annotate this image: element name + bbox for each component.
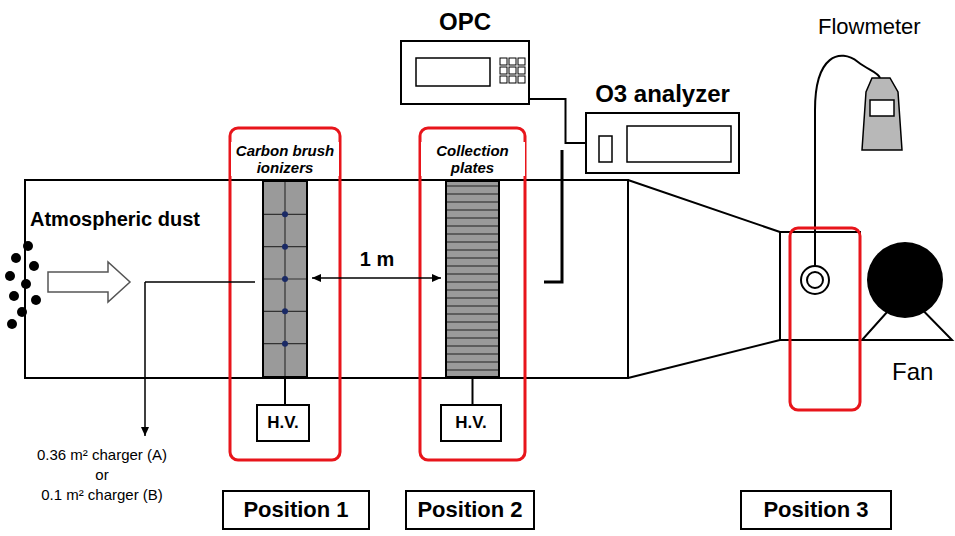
node-graphic bbox=[264, 182, 306, 376]
node-label: Position 1 bbox=[243, 497, 348, 523]
power-supply-box: H.V. bbox=[256, 404, 310, 442]
node-label: H.V. bbox=[267, 413, 299, 433]
charger-label: or bbox=[93, 466, 110, 483]
connector bbox=[284, 378, 286, 404]
charger-pointer bbox=[145, 282, 255, 436]
fan-wheel bbox=[867, 242, 943, 318]
dust-particles bbox=[5, 241, 41, 329]
position-box: Position 2 bbox=[405, 490, 535, 530]
node-label: H.V. bbox=[455, 413, 487, 433]
node-heading: OPC bbox=[408, 8, 522, 36]
connector bbox=[530, 99, 585, 143]
node-heading: Carbon brush ionizers bbox=[231, 142, 339, 177]
node-heading: O3 analyzer bbox=[593, 80, 732, 108]
node-graphic bbox=[402, 42, 528, 103]
dimension-line bbox=[312, 277, 441, 279]
duct-taper bbox=[628, 180, 780, 378]
node-heading: Collection plates bbox=[421, 142, 525, 177]
position-box: Position 3 bbox=[740, 490, 892, 530]
flow-probe-inner bbox=[807, 272, 823, 288]
instrument-box: O3 analyzer bbox=[585, 112, 740, 174]
node-graphic bbox=[587, 114, 738, 172]
ionizer-array: Carbon brush ionizers bbox=[262, 180, 308, 378]
position-outline bbox=[230, 128, 340, 460]
flow-arrow bbox=[48, 262, 130, 302]
duct bbox=[25, 180, 628, 378]
sampling-probe bbox=[544, 150, 562, 282]
position-outline bbox=[420, 128, 525, 460]
flowmeter-screen bbox=[870, 100, 894, 116]
dimension-label: 1 m bbox=[358, 248, 396, 271]
power-supply-box: H.V. bbox=[440, 404, 502, 442]
connector bbox=[472, 378, 474, 404]
charger-label: 0.36 m² charger (A) bbox=[35, 446, 169, 463]
position-box: Position 1 bbox=[222, 490, 370, 530]
flowmeter-device bbox=[862, 78, 902, 150]
instrument-box: OPC bbox=[400, 40, 530, 105]
collector-plates: Collection plates bbox=[445, 180, 500, 378]
node-label: Position 2 bbox=[417, 497, 522, 523]
charger-label: 0.1 m² charger (B) bbox=[39, 486, 165, 503]
node-graphic bbox=[447, 182, 498, 376]
flow-probe bbox=[801, 266, 829, 294]
fan-housing bbox=[780, 232, 860, 340]
fan-label: Fan bbox=[892, 358, 933, 386]
inlet-label: Atmospheric dust bbox=[30, 208, 200, 231]
node-label: Position 3 bbox=[763, 497, 868, 523]
position-outline bbox=[790, 228, 860, 410]
instrument-label: Flowmeter bbox=[818, 14, 921, 40]
